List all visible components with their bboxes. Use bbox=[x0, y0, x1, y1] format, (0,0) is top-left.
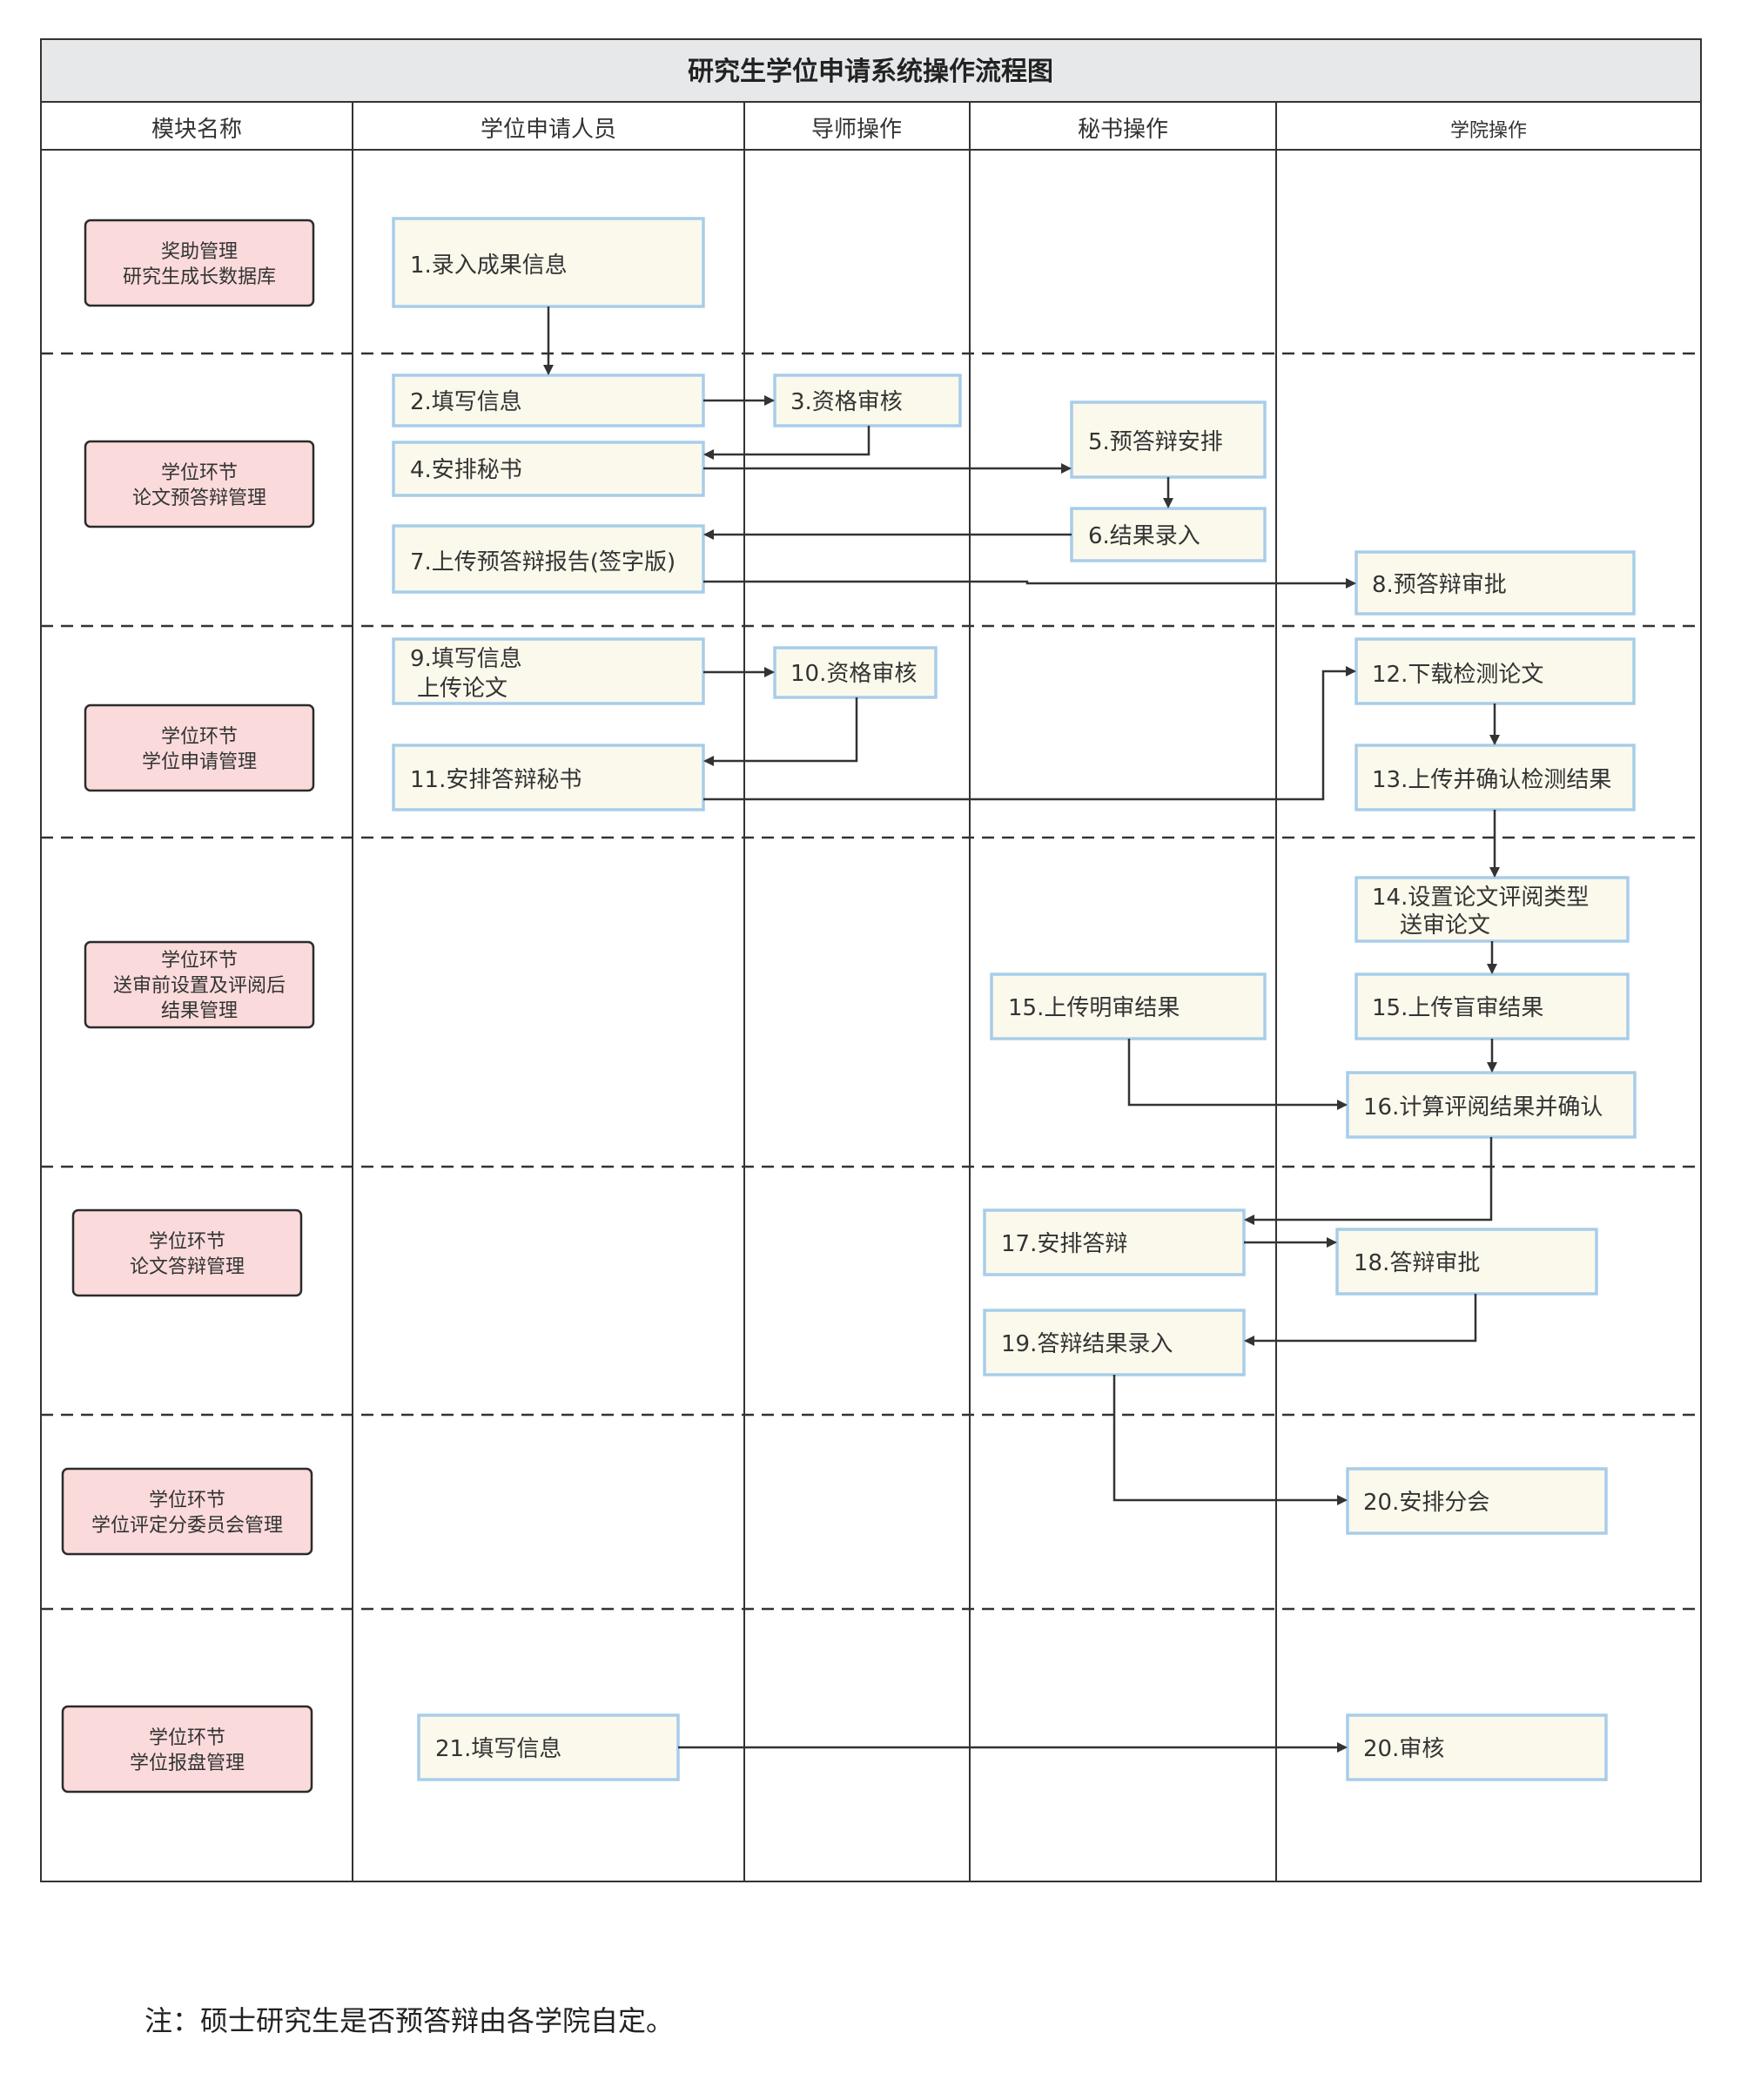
module-6-line2: 学位评定分委员会管理 bbox=[91, 1515, 283, 1537]
step-8-label: 8.预答辩审批 bbox=[1372, 572, 1507, 598]
step-6-box bbox=[1070, 507, 1267, 562]
module-3-line1: 学位环节 bbox=[161, 726, 238, 748]
module-4-line1: 学位环节 bbox=[161, 950, 238, 972]
arrow-18-19 bbox=[1244, 1294, 1477, 1346]
arrow-3-4 bbox=[703, 426, 870, 460]
module-3-line2: 学位申请管理 bbox=[142, 751, 257, 773]
module-box-6: 学位环节 学位评定分委员会管理 bbox=[61, 1467, 313, 1556]
step-21-label: 21.填写信息 bbox=[435, 1736, 561, 1762]
step-14-label-2: 送审论文 bbox=[1400, 912, 1490, 939]
arrow-16-17 bbox=[1244, 1137, 1493, 1225]
footnote: 注：硕士研究生是否预答辩由各学院自定。 bbox=[145, 2004, 675, 2037]
step-20a-label: 20.安排分会 bbox=[1363, 1490, 1489, 1516]
module-5-line2: 论文答辩管理 bbox=[130, 1256, 245, 1278]
module-box-1: 奖助管理 研究生成长数据库 bbox=[84, 219, 315, 307]
module-6-line1: 学位环节 bbox=[149, 1490, 225, 1511]
step-1-label: 1.录入成果信息 bbox=[410, 252, 568, 279]
arrow-11-12 bbox=[703, 666, 1356, 801]
step-2-label: 2.填写信息 bbox=[410, 389, 522, 415]
arrow-10-11 bbox=[703, 697, 858, 766]
step-16-box bbox=[1346, 1071, 1637, 1139]
module-1-line1: 奖助管理 bbox=[161, 241, 238, 263]
module-5-line1: 学位环节 bbox=[149, 1231, 225, 1253]
step-3-label: 3.资格审核 bbox=[790, 389, 903, 415]
step-9-label-2: 上传论文 bbox=[417, 676, 508, 702]
step-10-box bbox=[773, 646, 938, 699]
module-2-line2: 论文预答辩管理 bbox=[132, 488, 266, 509]
step-4-label: 4.安排秘书 bbox=[410, 457, 522, 483]
step-9-box bbox=[392, 637, 705, 705]
module-4-line2: 送审前设置及评阅后 bbox=[113, 975, 286, 997]
header-applicant: 学位申请人员 bbox=[481, 117, 616, 143]
diagram-title: 研究生学位申请系统操作流程图 bbox=[688, 57, 1053, 87]
step-15b-box bbox=[1354, 973, 1630, 1040]
step-16-label: 16.计算评阅结果并确认 bbox=[1363, 1094, 1603, 1121]
step-3-box bbox=[773, 374, 962, 427]
step-20b-label: 20.审核 bbox=[1363, 1736, 1444, 1762]
step-2-box bbox=[392, 374, 705, 427]
column-lines bbox=[352, 102, 1277, 1881]
step-20b-box bbox=[1346, 1713, 1608, 1781]
arrow-19-20a bbox=[1112, 1375, 1348, 1505]
step-13-label: 13.上传并确认检测结果 bbox=[1372, 767, 1611, 793]
step-11-box bbox=[392, 744, 705, 811]
step-19-label: 19.答辩结果录入 bbox=[1001, 1331, 1173, 1357]
step-17-label: 17.安排答辩 bbox=[1001, 1231, 1127, 1257]
module-box-5: 学位环节 论文答辩管理 bbox=[71, 1208, 303, 1297]
step-13-box bbox=[1354, 744, 1636, 811]
step-18-label: 18.答辩审批 bbox=[1354, 1250, 1480, 1276]
header-advisor: 导师操作 bbox=[811, 117, 902, 143]
module-2-line1: 学位环节 bbox=[161, 462, 238, 484]
step-21-box bbox=[417, 1713, 680, 1781]
step-11-label: 11.安排答辩秘书 bbox=[410, 767, 581, 793]
arrow-15a-16 bbox=[1127, 1039, 1348, 1110]
step-14-label-1: 14.设置论文评阅类型 bbox=[1372, 885, 1589, 911]
step-7-label: 7.上传预答辩报告(签字版) bbox=[410, 549, 676, 575]
step-15a-label: 15.上传明审结果 bbox=[1008, 995, 1180, 1021]
row-separators bbox=[41, 352, 1701, 1611]
step-6-label: 6.结果录入 bbox=[1088, 523, 1200, 549]
step-15b-label: 15.上传盲审结果 bbox=[1372, 995, 1543, 1021]
step-18-box bbox=[1335, 1228, 1598, 1296]
step-12-box bbox=[1354, 637, 1636, 705]
arrow-7-8 bbox=[703, 578, 1356, 589]
step-8-box bbox=[1354, 550, 1636, 616]
header-secretary: 秘书操作 bbox=[1078, 117, 1168, 143]
step-12-label: 12.下载检测论文 bbox=[1372, 662, 1543, 688]
module-box-3: 学位环节 学位申请管理 bbox=[84, 703, 315, 792]
module-1-line2: 研究生成长数据库 bbox=[123, 266, 276, 288]
step-20a-box bbox=[1346, 1467, 1608, 1535]
title-bar bbox=[40, 38, 1702, 103]
step-9-label-1: 9.填写信息 bbox=[410, 646, 522, 672]
module-box-2: 学位环节 论文预答辩管理 bbox=[84, 440, 315, 528]
module-7-line1: 学位环节 bbox=[149, 1727, 225, 1749]
module-box-4: 学位环节 送审前设置及评阅后 结果管理 bbox=[84, 940, 315, 1029]
step-15a-box bbox=[990, 973, 1267, 1040]
module-7-line2: 学位报盘管理 bbox=[130, 1753, 245, 1774]
step-5-label: 5.预答辩安排 bbox=[1088, 429, 1223, 455]
module-4-line3: 结果管理 bbox=[161, 1000, 238, 1022]
step-4-box bbox=[392, 441, 705, 497]
step-7-box bbox=[392, 524, 705, 594]
step-14-box bbox=[1354, 876, 1630, 943]
header-college: 学院操作 bbox=[1450, 120, 1527, 142]
step-19-box bbox=[983, 1309, 1246, 1376]
step-5-box bbox=[1070, 400, 1267, 479]
step-10-label: 10.资格审核 bbox=[790, 661, 917, 687]
header-module: 模块名称 bbox=[151, 117, 242, 143]
module-box-7: 学位环节 学位报盘管理 bbox=[61, 1705, 313, 1794]
